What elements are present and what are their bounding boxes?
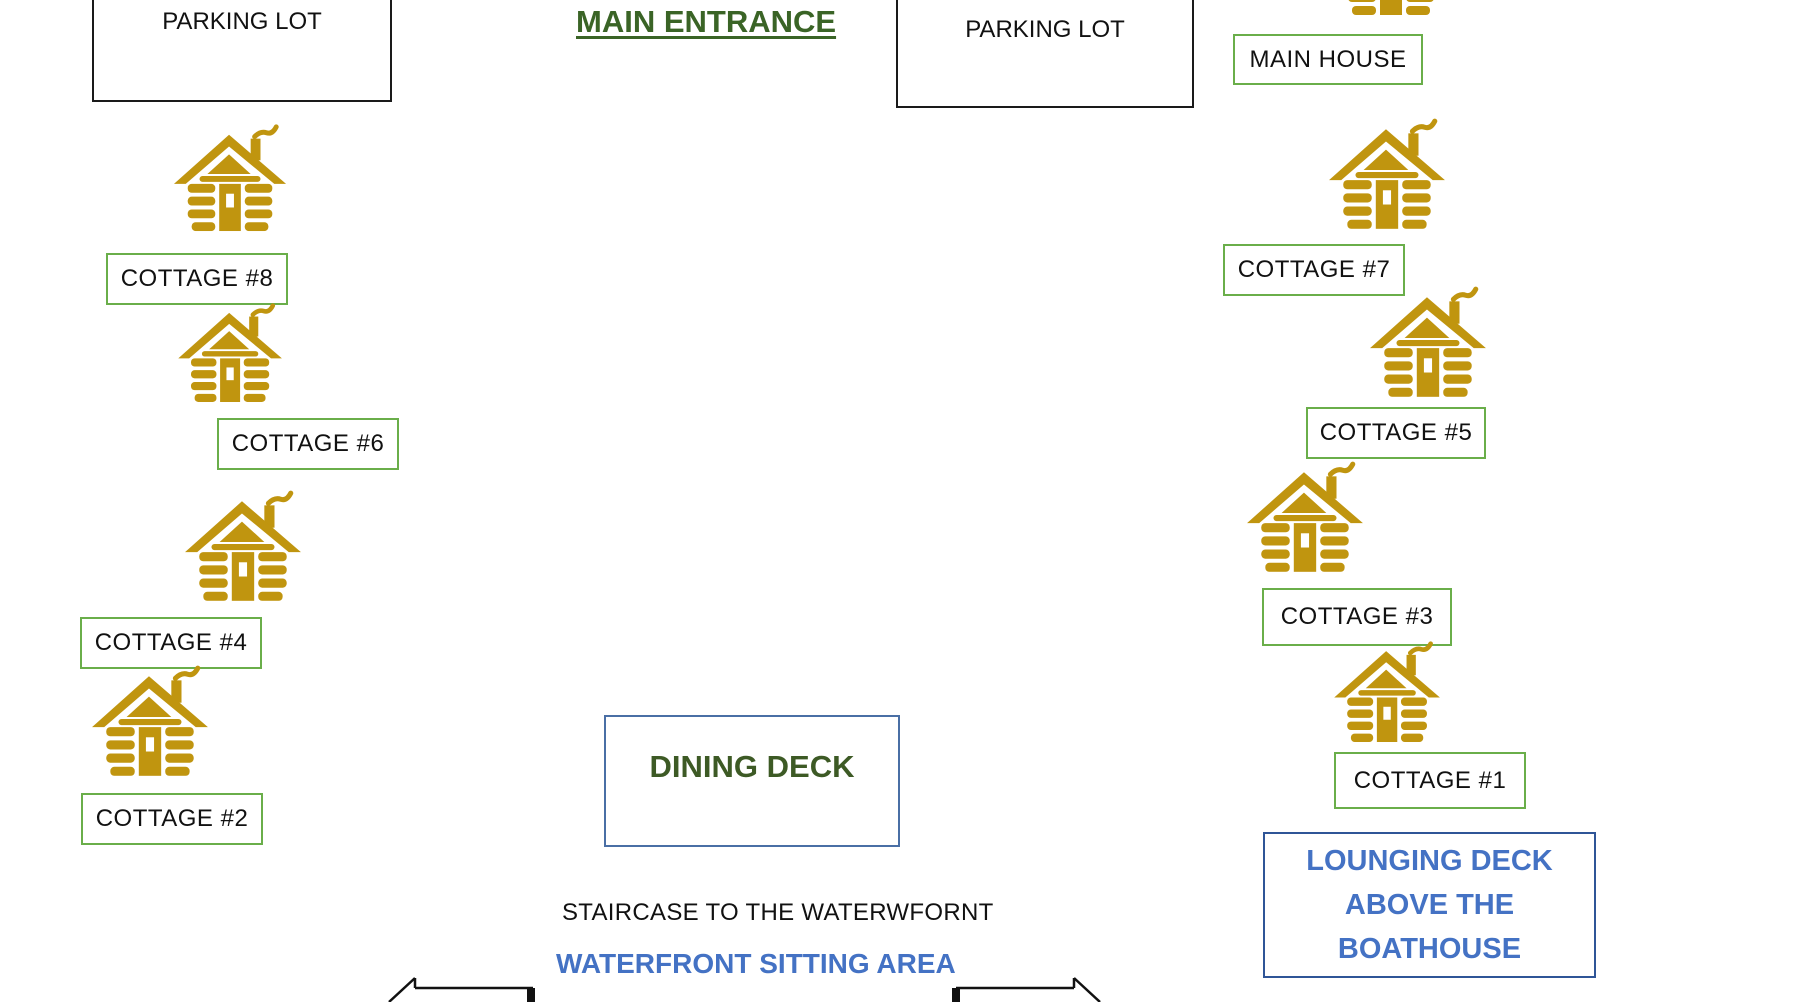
cottage-1-cabin-icon [1327,640,1449,742]
parking-lot-left: PARKING LOT [92,0,392,102]
cottage-4-label: COTTAGE #4 [80,617,262,669]
cottage-4-cabin-icon [183,489,305,601]
waterfront-sitting-area-label: WATERFRONT SITTING AREA [556,948,956,979]
right-arrow-icon [952,977,1101,1002]
parking-lot-right: PARKING LOT [896,0,1194,108]
dining-deck-label: DINING DECK [649,749,855,784]
cottage-3-label: COTTAGE #3 [1262,588,1452,646]
cottage-8-label: COTTAGE #8 [106,253,288,305]
cottage-7-label: COTTAGE #7 [1223,244,1405,296]
parking-lot-left-label: PARKING LOT [162,8,322,35]
lounging-deck-line-3: BOATHOUSE [1337,933,1522,965]
cottage-2-label: COTTAGE #2 [81,793,263,845]
main-entrance-title: MAIN ENTRANCE [576,4,837,39]
cottage-1-label: COTTAGE #1 [1334,752,1526,809]
lounging-deck: LOUNGING DECK ABOVE THE BOATHOUSE [1263,832,1596,978]
cottage-6-cabin-icon [172,302,290,402]
cottage-2-cabin-icon [90,664,212,776]
cottage-5-cabin-icon [1368,284,1490,398]
staircase-label: STAIRCASE TO THE WATERWFORNT [562,899,994,926]
cottage-8-cabin-icon [172,122,290,232]
left-arrow-icon [388,977,535,1002]
dining-deck: DINING DECK [604,715,900,847]
cottage-7-cabin-icon [1327,116,1449,230]
lounging-deck-line-2: ABOVE THE [1344,889,1515,921]
lounging-deck-line-1: LOUNGING DECK [1306,845,1553,877]
cottage-5-label: COTTAGE #5 [1306,407,1486,459]
cottage-3-cabin-icon [1245,459,1367,573]
main-house-label: MAIN HOUSE [1233,34,1423,85]
parking-lot-right-label: PARKING LOT [965,16,1125,43]
main-house-cabin-icon [1332,0,1452,16]
cottage-6-label: COTTAGE #6 [217,418,399,470]
